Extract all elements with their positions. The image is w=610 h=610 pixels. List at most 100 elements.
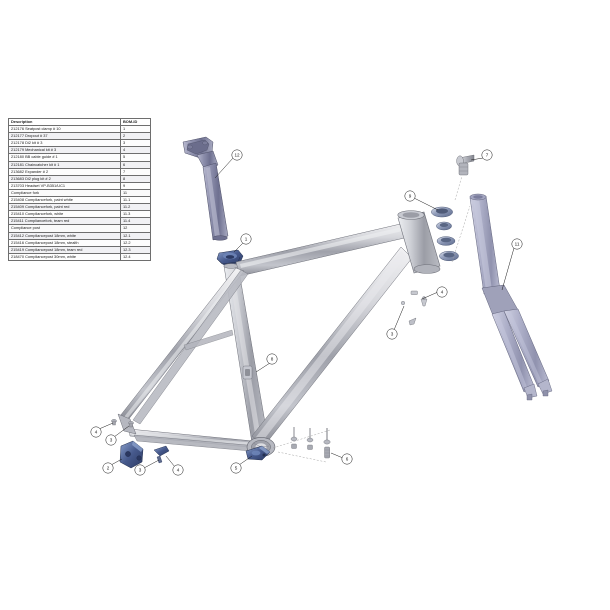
callout-label: 6 [346, 457, 349, 462]
bom-cell-id: 11 [120, 188, 151, 198]
bom-cell-id: 5 [120, 153, 151, 162]
bom-cell-id: 12.1 [120, 231, 151, 240]
part-chaincatcher-kit [290, 427, 331, 459]
callout-label: 7 [486, 153, 489, 158]
part-di2-plug-kit [242, 365, 253, 380]
callout-di2-kit: 3 [105, 434, 117, 446]
bom-cell-description: 213683 Di2 plug kit # 2 [8, 174, 121, 183]
callout-circle [172, 464, 184, 476]
bom-cell-id: 3 [120, 139, 151, 148]
callout-label: 4 [95, 430, 98, 435]
bom-cell-id: 11.1 [120, 196, 151, 205]
bom-cell-id: 1 [120, 125, 151, 134]
bom-cell-description: 215416 Compliancepost 18mm, stealth [8, 238, 121, 247]
callout-circle [102, 462, 114, 474]
callout-circle [90, 426, 102, 438]
callout-circle [105, 434, 117, 446]
bom-cell-description: 215412 Compliancepost 18mm, white [8, 231, 121, 240]
callout-di2-plug-kit: 8 [266, 353, 278, 365]
part-rear-dropout-hardware [111, 419, 170, 469]
bom-cell-description: Compliance post [8, 224, 121, 233]
bom-table: Description BOM-ID 212176 Seatpost clamp… [8, 117, 151, 261]
bom-cell-id: 11.2 [120, 203, 151, 212]
callout-label: 4 [441, 290, 444, 295]
callout-circle [240, 233, 252, 245]
bom-header-description: Description [8, 117, 121, 127]
callout-label: 12 [234, 153, 240, 158]
bom-cell-id: 2 [120, 132, 151, 141]
assembly-axis-lines [272, 175, 471, 463]
callout-mechanical-kit: 4 [172, 464, 184, 476]
bom-cell-id: 11.4 [120, 217, 151, 226]
part-bb-cable-guide [245, 445, 271, 461]
callout-chaincatcher-kit: 6 [341, 453, 353, 465]
callout-circle [231, 149, 243, 161]
bom-cell-description: 215410 Compliancefork, white [8, 210, 121, 219]
callout-label: 4 [177, 468, 180, 473]
bom-cell-id: 12.2 [120, 238, 151, 247]
bom-table-header-row: Description BOM-ID [8, 117, 151, 127]
callout-mechanical-kit: 4 [90, 426, 102, 438]
bom-cell-description: 212180 BB cable guide # 1 [8, 153, 121, 162]
callout-circle [386, 328, 398, 340]
callout-label: 5 [235, 466, 238, 471]
bom-cell-description: 215411 Compliancefork, team red [8, 217, 121, 226]
part-headset [431, 206, 459, 262]
callout-label: 3 [110, 438, 113, 443]
part-compliance-fork [469, 193, 553, 401]
bom-cell-id: 7 [120, 167, 151, 176]
part-frame [117, 210, 441, 457]
bom-cell-id: 9 [120, 181, 151, 190]
callout-circle [230, 462, 242, 474]
bom-cell-description: Compliance fork [8, 188, 121, 198]
bom-cell-id: 12 [120, 224, 151, 233]
callout-label: 3 [139, 468, 142, 473]
bom-cell-description: 215409 Compliancefork, paint red [8, 203, 121, 212]
callout-mechanical-kit: 4 [436, 286, 448, 298]
callout-circle [481, 149, 493, 161]
callout-label: 8 [271, 357, 274, 362]
callout-label: 11 [515, 242, 520, 247]
part-compliance-post [182, 136, 229, 241]
callout-di2-kit: 3 [134, 464, 146, 476]
callout-circle [341, 453, 353, 465]
part-headtube-hardware [401, 290, 428, 326]
part-seatpost-clamp [216, 249, 244, 266]
bom-cell-id: 6 [120, 160, 151, 169]
callout-label: 9 [409, 194, 412, 199]
bom-cell-description: 212179 Mechanical kit # 3 [8, 146, 121, 155]
bom-cell-description: 212178 Di2 kit # 3 [8, 139, 121, 148]
bom-cell-description: 212176 Seatpost clamp # 10 [8, 125, 121, 134]
bom-cell-description: 218470 Compliancepost 30mm, white [8, 252, 121, 261]
callout-leader-lines [98, 157, 515, 469]
bom-cell-id: 8 [120, 174, 151, 183]
bom-cell-id: 4 [120, 146, 151, 155]
callout-seatpost-clamp: 1 [240, 233, 252, 245]
callout-compliance-post: 12 [231, 149, 243, 161]
bom-cell-description: 213703 Headset VP-B351/UC1 [8, 181, 121, 190]
callout-compliance-fork: 11 [511, 238, 523, 250]
callout-expander: 7 [481, 149, 493, 161]
callout-circle [511, 238, 523, 250]
bom-cell-description: 212181 Chaincatcher kit # 1 [8, 160, 121, 169]
bom-cell-description: 213682 Expander # 2 [8, 167, 121, 176]
